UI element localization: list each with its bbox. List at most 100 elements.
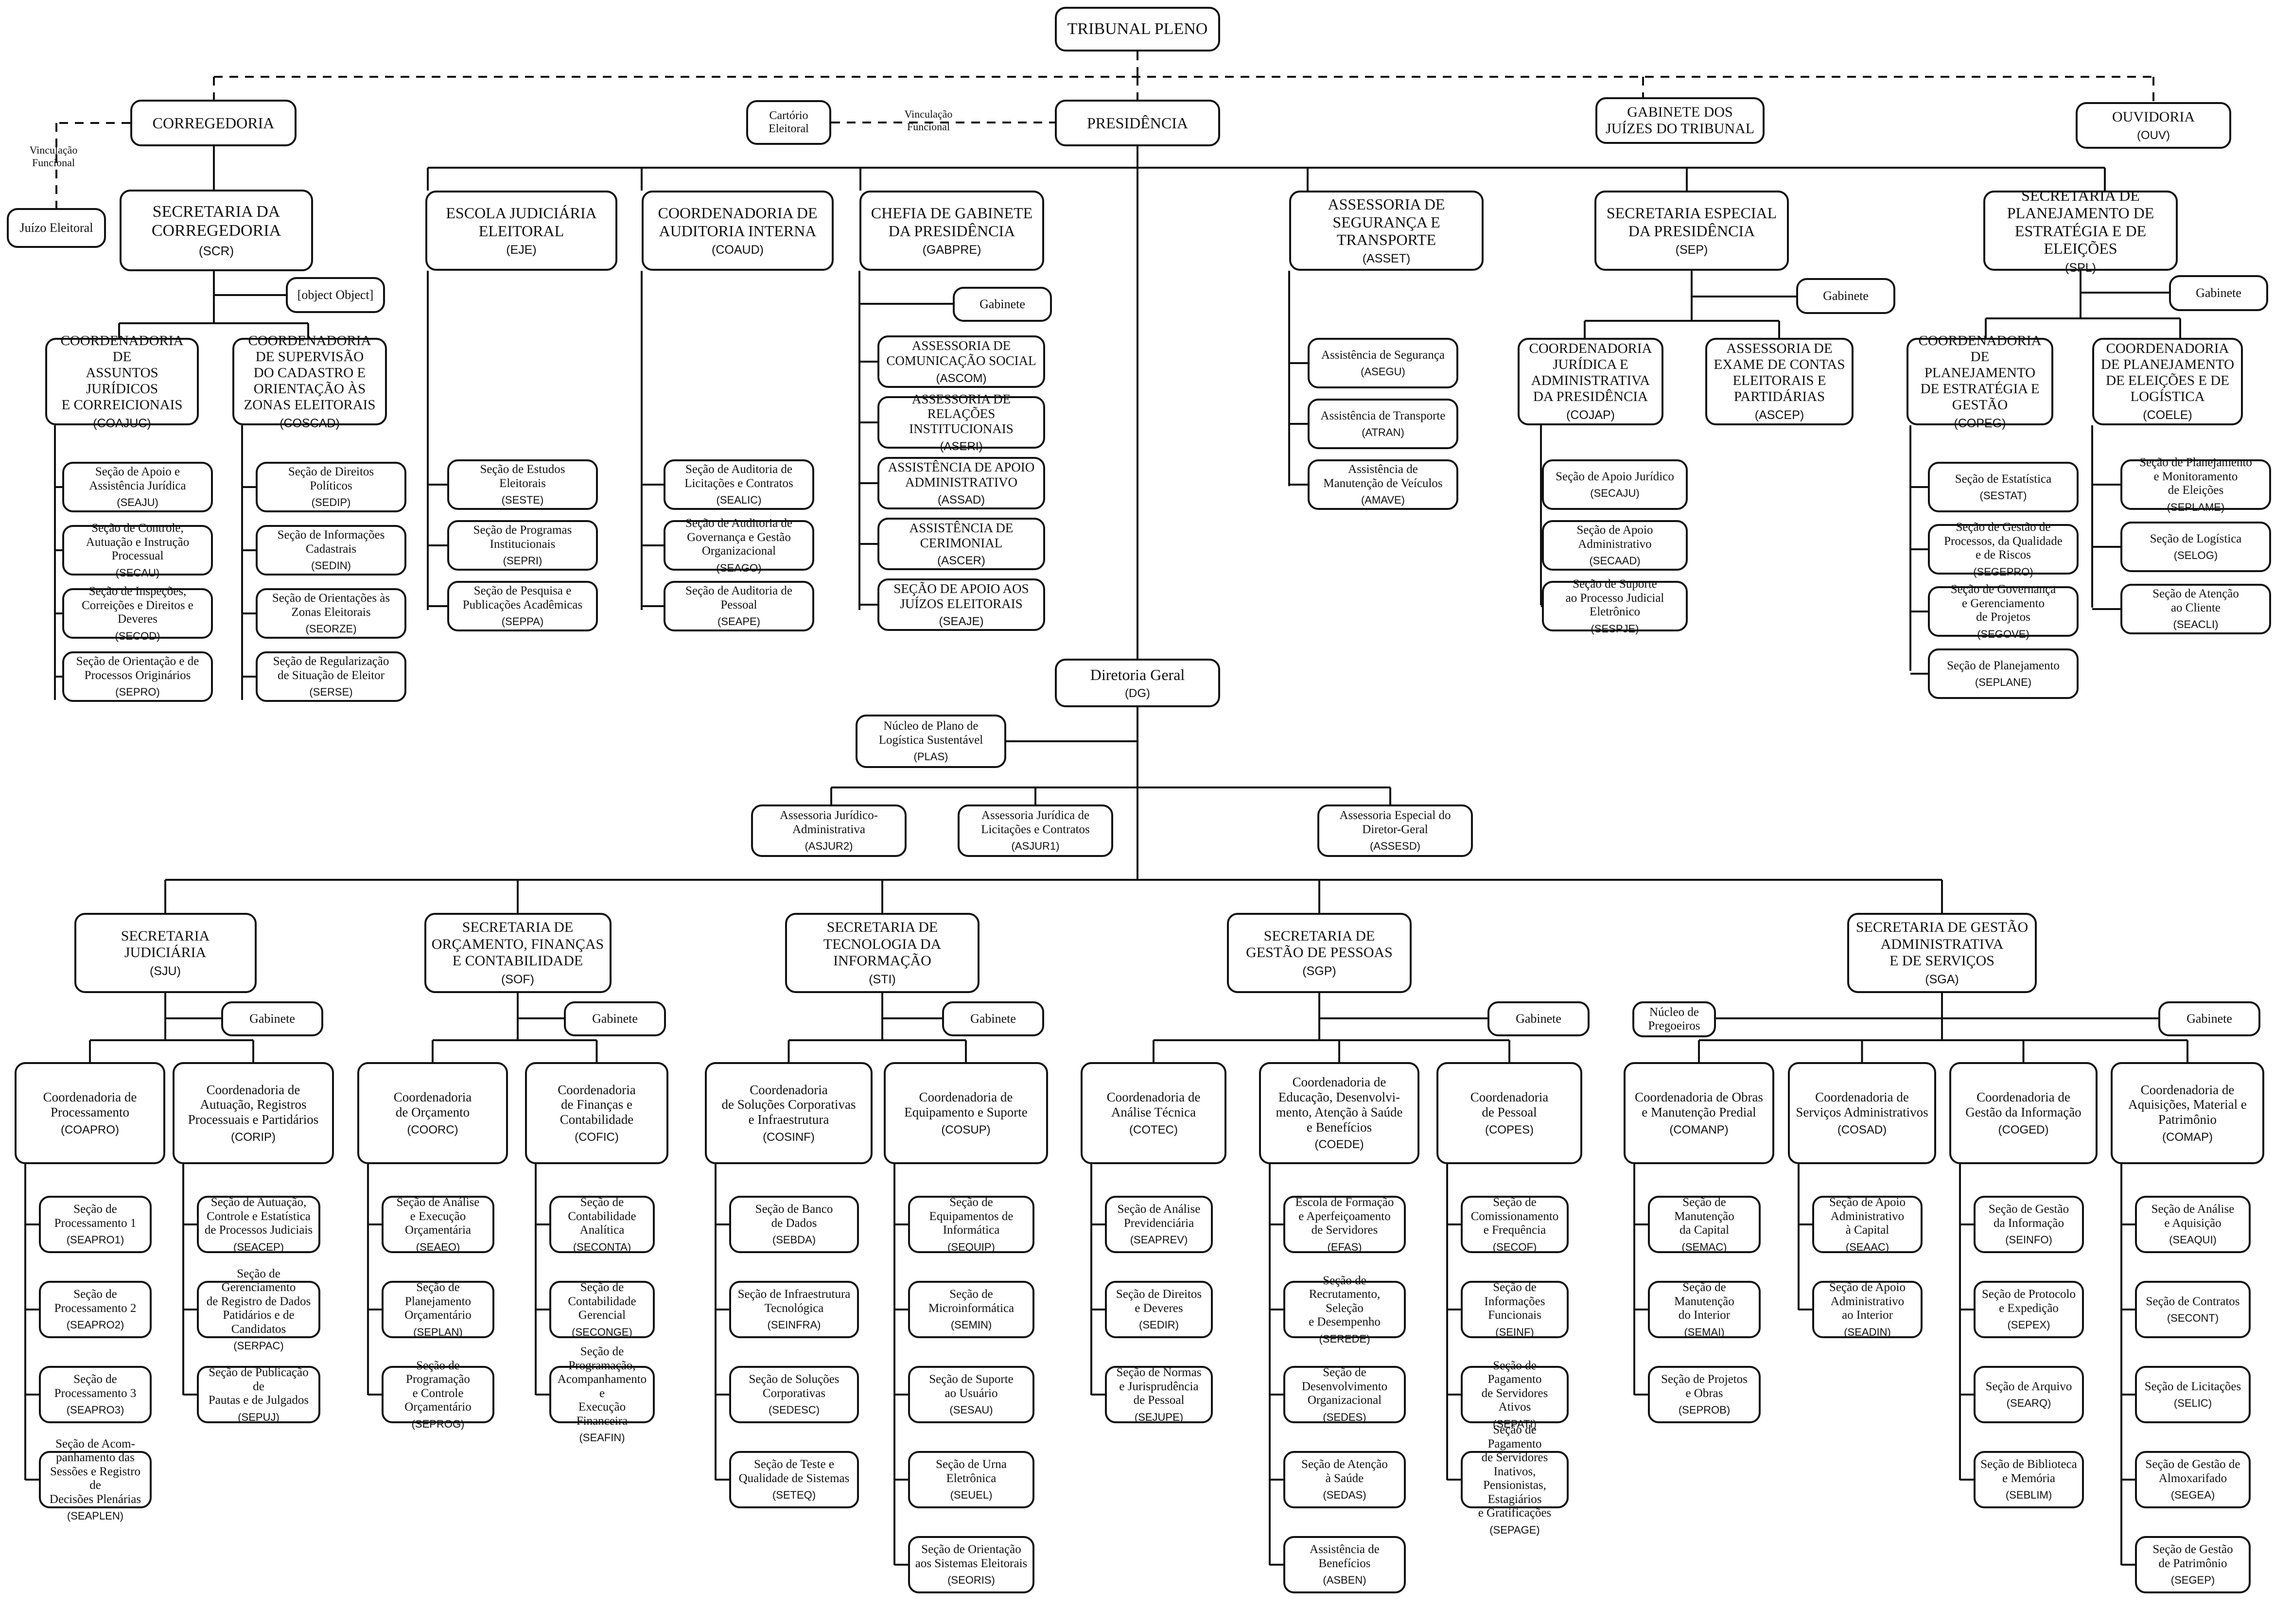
sju-coapro-seapro3-code: (SEAPRO3): [66, 1404, 124, 1416]
sgp-cotec-sejupe-title: Seção de Normas e Jurisprudência de Pess…: [1116, 1366, 1202, 1407]
gabpre-gabinete: Gabinete: [953, 287, 1052, 322]
sga-coged-seinfo-code: (SEINFO): [2005, 1234, 2052, 1246]
corr-serse-title: Seção de Regularização de Situação de El…: [273, 655, 389, 682]
sga-comanp-semai-title: Seção de Manutenção do Interior: [1674, 1281, 1734, 1322]
asset-box: ASSESSORIA DE SEGURANÇA E TRANSPORTE(ASS…: [1289, 191, 1484, 271]
coele-seplame-title: Seção de Planejamento e Monitoramento de…: [2139, 456, 2252, 497]
sti-cosinf-seinfra: Seção de Infraestrutura Tecnológica (SEIN…: [729, 1281, 859, 1338]
coele-box-code: (COELE): [2143, 408, 2192, 422]
sga-coged-seinfo-title: Seção de Gestão da Informação: [1988, 1203, 2069, 1230]
dg-box-code: (DG): [1125, 687, 1150, 700]
coaud-sealic-code: (SEALIC): [716, 494, 762, 506]
juizo-box-title: Juízo Eleitoral: [19, 221, 93, 235]
copeg-seplane-title: Seção de Planejamento: [1947, 659, 2060, 672]
sti-cosup-semin: Seção de Microinformática(SEMIN): [908, 1281, 1034, 1338]
ouvidoria-box-code: (OUV): [2137, 128, 2170, 142]
copeg-segepro-title: Seção de Gestão de Processos, da Qualida…: [1944, 521, 2063, 562]
sju-corip-box: Coordenadoria de Autuação, Registros Pro…: [173, 1062, 334, 1164]
eje-sepri-code: (SEPRI): [503, 555, 542, 567]
sti-cosinf-seteq-code: (SETEQ): [772, 1489, 816, 1502]
sgp-cotec-sejupe: Seção de Normas e Jurisprudência de Pess…: [1105, 1366, 1213, 1423]
asjur1-box-code: (ASJUR1): [1011, 840, 1060, 853]
sga-nucleo-pregoeiros-title: Núcleo de Pregoeiros: [1648, 1005, 1700, 1033]
sga-comanp-semai-code: (SEMAI): [1684, 1326, 1725, 1338]
sep-box: SECRETARIA ESPECIAL DA PRESIDÊNCIA (SEP): [1594, 191, 1789, 271]
copeg-box-title: COORDENADORIA DE PLANEJAMENTO DE ESTRATÉ…: [1918, 332, 2042, 413]
gabpre-ascer-code: (ASCER): [937, 554, 985, 567]
sep-box-code: (SEP): [1675, 243, 1708, 257]
sof-cofic-seconge-code: (SECONGE): [572, 1326, 632, 1338]
scr-gabinete: [object Object]: [286, 277, 385, 313]
sof-cofic-box-code: (COFIC): [575, 1130, 619, 1144]
sti-cosinf-seinfra-title: Seção de Infraestrutura Tecnológica: [737, 1288, 851, 1315]
gabpre-seaje: SEÇÃO DE APOIO AOS JUÍZOS ELEITORAIS(SEA…: [877, 578, 1045, 631]
eje-seste-code: (SESTE): [501, 494, 544, 506]
sti-cosup-seoris-code: (SEORIS): [947, 1574, 995, 1587]
sju-head-box: SECRETARIA JUDICIÁRIA(SJU): [74, 913, 257, 993]
sgp-coede-sedes-title: Seção de Desenvolvimento Organizacional: [1301, 1366, 1388, 1407]
copeg-segepro-code: (SEGEPRO): [1973, 565, 2033, 578]
tribunal-pleno-box-title: TRIBUNAL PLENO: [1067, 19, 1208, 38]
sju-corip-serpac-title: Seção de Gerenciamento de Registro de Da…: [206, 1267, 311, 1336]
sju-corip-sepuj-title: Seção de Publicação de Pautas e de Julga…: [208, 1366, 309, 1407]
sti-cosinf-seinfra-code: (SEINFRA): [767, 1319, 821, 1331]
sgp-copes-box: Coordenadoria de Pessoal(COPES): [1436, 1062, 1582, 1164]
gabpre-assad: ASSISTÊNCIA DE APOIO ADMINISTRATIVO(ASSA…: [877, 457, 1045, 509]
corr-secau: Seção de Controle, Autuação e Instrução …: [62, 522, 213, 578]
sti-head-box-code: (STI): [869, 973, 896, 987]
sga-gabinete: Gabinete: [2158, 1001, 2260, 1036]
gabpre-ascom-code: (ASCOM): [936, 371, 987, 385]
sju-coapro-seaplen: Seção de Acom- panhamento das Sessões e …: [39, 1437, 152, 1522]
copeg-sestat-code: (SESTAT): [1979, 489, 2027, 502]
sgp-copes-sepage-title: Seção de Pagamento de Servidores Inativo…: [1478, 1423, 1552, 1520]
plas-box-title: Núcleo de Plano de Logística Sustentável: [878, 719, 983, 747]
copeg-segove-code: (SEGOVE): [1977, 628, 2029, 640]
sga-comanp-semai: Seção de Manutenção do Interior (SEMAI): [1648, 1281, 1761, 1338]
sga-coged-seblim-title: Seção de Biblioteca e Memória: [1980, 1458, 2077, 1485]
gabpre-ascer: ASSISTÊNCIA DE CERIMONIAL (ASCER): [877, 518, 1045, 570]
sgp-coede-efas: Escola de Formação e Aperfeiçoamento de …: [1283, 1196, 1406, 1253]
coajuc-box-code: (COAJUC): [93, 416, 151, 430]
gabpre-aseri-code: (ASERI): [940, 439, 983, 453]
corr-seaju-code: (SEAJU): [117, 496, 158, 509]
sgp-cotec-box-title: Coordenadoria de Análise Técnica: [1106, 1090, 1201, 1119]
sga-head-box: SECRETARIA DE GESTÃO ADMINISTRATIVA E DE…: [1847, 913, 2037, 993]
corr-sedin-title: Seção de Informações Cadastrais: [277, 528, 385, 556]
sgp-head-box-title: SECRETARIA DE GESTÃO DE PESSOAS: [1246, 927, 1393, 960]
eje-box: ESCOLA JUDICIÁRIA ELEITORAL(EJE): [425, 191, 617, 271]
copeg-box-code: (COPEG): [1954, 416, 2006, 430]
sep-gabinete: Gabinete: [1796, 278, 1895, 314]
dg-box: Diretoria Geral(DG): [1055, 659, 1220, 707]
sga-comap-seaqui-title: Seção de Análise e Aquisição: [2151, 1203, 2235, 1230]
gabpre-box-code: (GABPRE): [922, 243, 981, 257]
sti-cosinf-sedesc: Seção de Soluções Corporativas(SEDESC): [729, 1366, 859, 1423]
coscad-box-code: (COSCAD): [280, 416, 340, 430]
sga-comanp-seprob: Seção de Projetos e Obras(SEPROB): [1648, 1366, 1761, 1423]
cartorio-box-title: Cartório Eleitoral: [769, 109, 809, 135]
sti-cosinf-sedesc-code: (SEDESC): [768, 1404, 820, 1416]
sti-cosup-semin-title: Seção de Microinformática: [928, 1288, 1015, 1315]
sga-coged-seblim-code: (SEBLIM): [2005, 1489, 2052, 1502]
sep-secaju-code: (SECAJU): [1590, 487, 1640, 500]
eje-box-title: ESCOLA JUDICIÁRIA ELEITORAL: [446, 204, 597, 240]
asset-amave: Assistência de Manutenção de Veículos(AM…: [1308, 459, 1458, 510]
sti-cosinf-box: Coordenadoria de Soluções Corporativas e…: [705, 1062, 873, 1164]
assesd-box-title: Assessoria Especial do Diretor-Geral: [1339, 809, 1451, 836]
sgp-copes-secof: Seção de Comissionamento e Frequência(SE…: [1461, 1196, 1569, 1253]
sga-coged-sepex-title: Seção de Protocolo e Expedição: [1981, 1288, 2076, 1315]
sep-sespje-title: Seção de Suporte ao Processo Judicial El…: [1565, 577, 1664, 619]
sju-corip-sepuj-code: (SEPUJ): [238, 1411, 280, 1423]
sga-cosad-box-code: (COSAD): [1837, 1123, 1887, 1136]
sgp-head-box-code: (SGP): [1302, 964, 1336, 978]
sti-cosinf-seteq-title: Seção de Teste e Qualidade de Sistemas: [738, 1458, 850, 1485]
sga-coged-seinfo: Seção de Gestão da Informação (SEINFO): [1974, 1196, 2084, 1253]
sgp-copes-sepage-code: (SEPAGE): [1489, 1523, 1540, 1536]
sgp-cotec-seaprev: Seção de Análise Previdenciária(SEAPREV): [1105, 1196, 1213, 1253]
sju-head-box-code: (SJU): [150, 964, 181, 978]
gabpre-ascer-title: ASSISTÊNCIA DE CERIMONIAL: [909, 521, 1014, 550]
sep-box-title: SECRETARIA ESPECIAL DA PRESIDÊNCIA: [1606, 204, 1777, 240]
sgp-coede-efas-title: Escola de Formação e Aperfeiçoamento de …: [1295, 1196, 1394, 1237]
sep-secaad-code: (SECAAD): [1589, 555, 1641, 567]
